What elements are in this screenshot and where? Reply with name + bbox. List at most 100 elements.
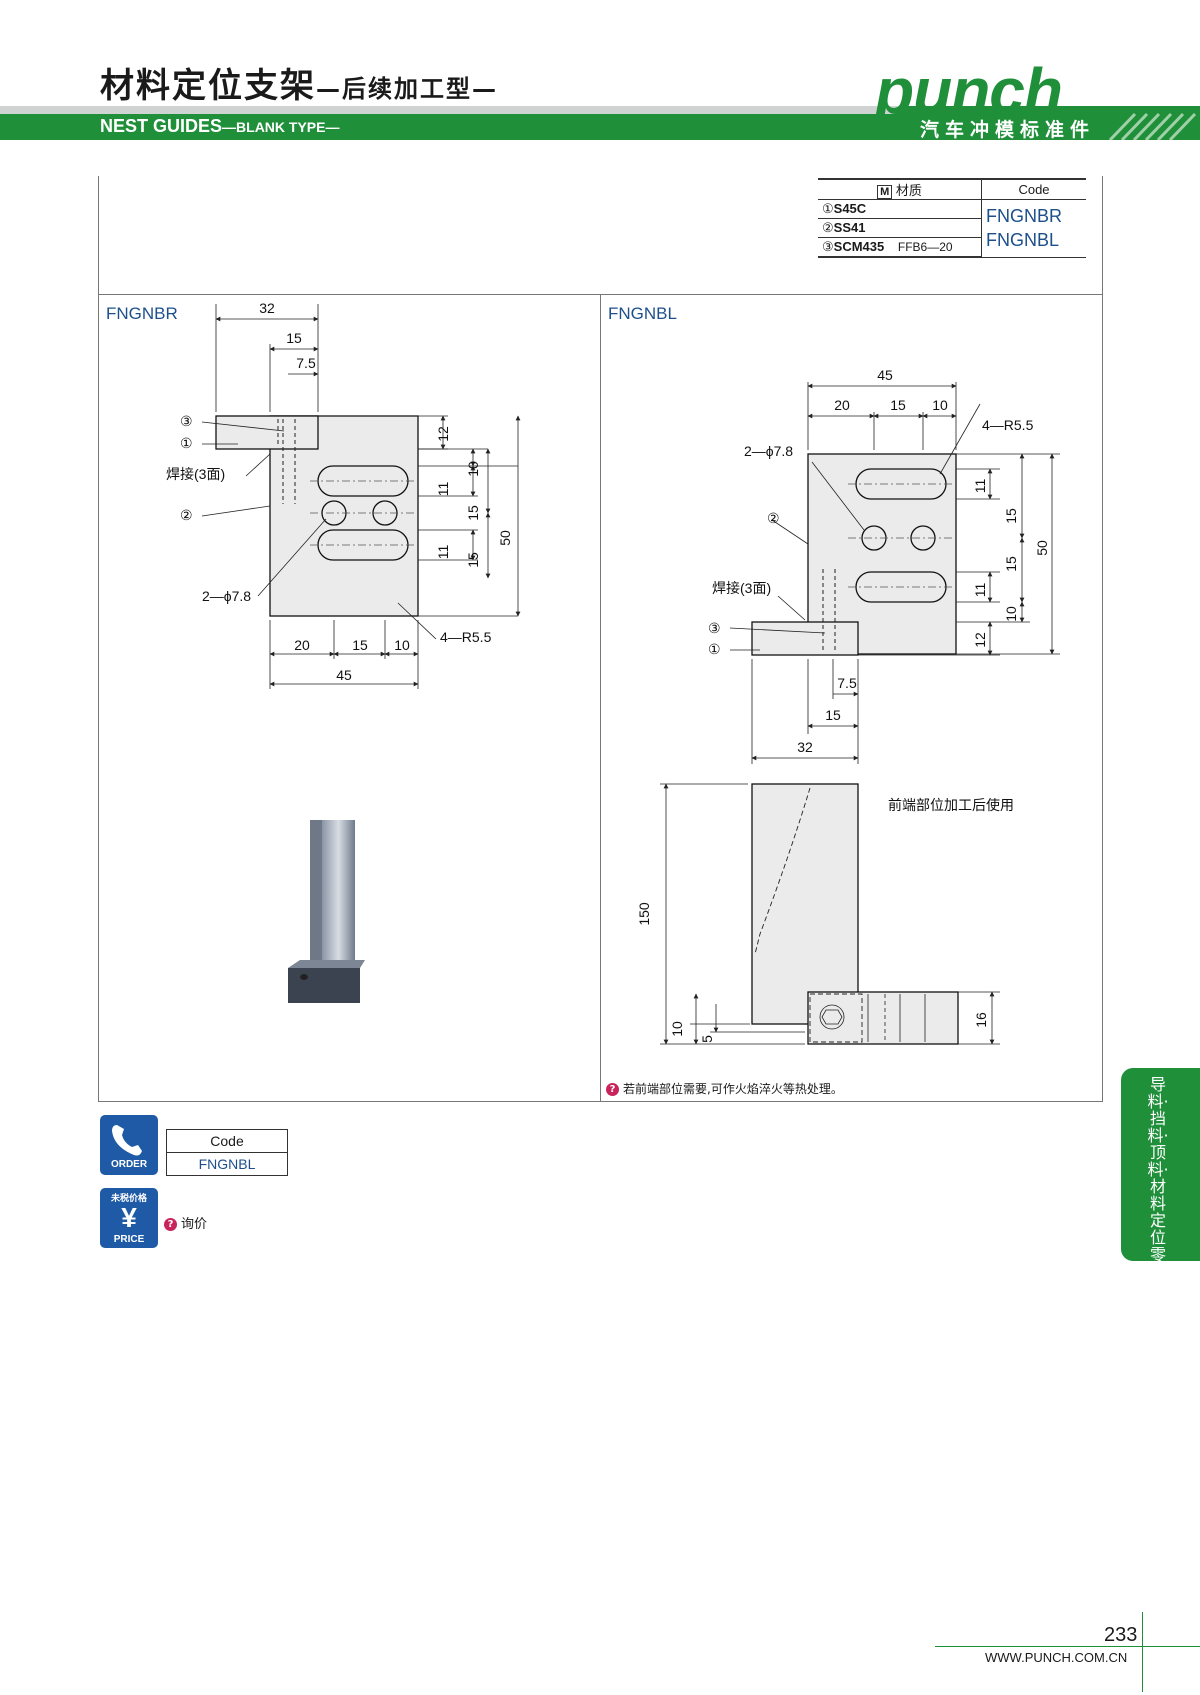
material-row: ③SCM435 FFB6—20 bbox=[818, 237, 982, 258]
callout-weld: 焊接(3面) bbox=[166, 466, 225, 482]
category-side-tab[interactable]: 导料·挡料·顶料·材料定位零件 bbox=[1121, 1068, 1200, 1280]
order-label: ORDER bbox=[110, 1159, 148, 1170]
callout-2: ② bbox=[180, 507, 193, 523]
note-icon: ? bbox=[606, 1083, 619, 1096]
dim-50: 50 bbox=[1034, 540, 1050, 556]
side-view-bar bbox=[751, 783, 859, 1025]
note-icon: ? bbox=[164, 1218, 177, 1231]
code-header: Code bbox=[981, 178, 1086, 200]
dim-5: 5 bbox=[699, 1035, 715, 1043]
material-header: M 材质 bbox=[818, 178, 982, 200]
material-note: FFB6—20 bbox=[897, 240, 953, 254]
callout-slot: 4—R5.5 bbox=[440, 629, 492, 645]
title-en-main: NEST GUIDES bbox=[100, 116, 223, 136]
price-text: ? 询价 bbox=[164, 1213, 207, 1232]
dim-15b: 15 bbox=[465, 552, 481, 568]
dim-15c: 15 bbox=[352, 637, 368, 653]
material-header-label: 材质 bbox=[895, 183, 922, 198]
right-plate bbox=[807, 453, 957, 655]
title-cn-sub: —后续加工型— bbox=[316, 75, 498, 103]
dim-15a: 15 bbox=[465, 505, 481, 521]
dim-15b: 15 bbox=[1003, 556, 1019, 572]
code-fngnbr: FNGNBR bbox=[986, 206, 1062, 227]
dim-15a: 15 bbox=[1003, 508, 1019, 524]
dim-10b: 10 bbox=[1003, 606, 1019, 622]
side-tab-label: 导料·挡料·顶料·材料定位零件 bbox=[1147, 1075, 1169, 1281]
material-num: ③ bbox=[822, 239, 834, 254]
page-title-en: NEST GUIDES—BLANK TYPE— bbox=[100, 116, 339, 137]
dim-10: 10 bbox=[465, 461, 481, 477]
callout-hole: 2—ϕ7.8 bbox=[202, 588, 251, 604]
page-title-cn: 材料定位支架—后续加工型— bbox=[100, 58, 498, 107]
order-table: Code FNGNBL bbox=[166, 1129, 288, 1176]
code-fngnbl: FNGNBL bbox=[986, 230, 1060, 251]
right-drawing: 45 20 15 10 11 15 50 15 11 10 12 7.5 15 … bbox=[636, 367, 1060, 1045]
right-base-block bbox=[751, 621, 859, 656]
price-value: 询价 bbox=[181, 1217, 208, 1232]
frame-divider-v bbox=[600, 294, 601, 1101]
left-base-block bbox=[215, 415, 319, 450]
dim-32: 32 bbox=[797, 739, 813, 755]
dim-10c: 10 bbox=[669, 1021, 685, 1037]
heat-treatment-text: 若前端部位需要,可作火焰淬火等热处理。 bbox=[623, 1082, 843, 1096]
callout-3: ③ bbox=[180, 413, 193, 429]
order-code-value: FNGNBL bbox=[166, 1152, 288, 1176]
front-note: 前端部位加工后使用 bbox=[888, 797, 1014, 813]
dim-10b: 10 bbox=[394, 637, 410, 653]
dim-20: 20 bbox=[294, 637, 310, 653]
dim-16: 16 bbox=[973, 1012, 989, 1028]
footer-vline bbox=[1142, 1612, 1143, 1692]
dim-15: 15 bbox=[286, 330, 302, 346]
page-number: 233 bbox=[1104, 1624, 1138, 1646]
material-row: ②SS41 bbox=[818, 218, 982, 238]
dim-10: 10 bbox=[932, 397, 948, 413]
dim-32: 32 bbox=[259, 300, 275, 316]
callout-2: ② bbox=[767, 510, 780, 526]
material-num: ② bbox=[822, 220, 834, 235]
material-name: S45C bbox=[833, 201, 867, 216]
left-panel-code: FNGNBR bbox=[106, 304, 178, 323]
dim-12: 12 bbox=[435, 426, 451, 442]
yen-symbol: ¥ bbox=[121, 1202, 137, 1233]
dim-12: 12 bbox=[972, 632, 988, 648]
price-label: PRICE bbox=[113, 1234, 145, 1245]
dim-45: 45 bbox=[336, 667, 352, 683]
part-photo bbox=[288, 820, 365, 1003]
dim-20: 20 bbox=[834, 397, 850, 413]
code-cell: FNGNBR FNGNBL bbox=[981, 199, 1086, 258]
material-num: ① bbox=[822, 201, 834, 216]
right-panel-code: FNGNBL bbox=[608, 304, 677, 323]
dim-15c: 15 bbox=[825, 707, 841, 723]
dim-7-5: 7.5 bbox=[296, 355, 316, 371]
dim-45: 45 bbox=[877, 367, 893, 383]
title-cn-main: 材料定位支架 bbox=[100, 66, 316, 106]
order-code-header: Code bbox=[166, 1129, 288, 1153]
callout-slot: 4—R5.5 bbox=[982, 417, 1034, 433]
material-name: SS41 bbox=[833, 220, 866, 235]
dim-11a: 11 bbox=[972, 479, 988, 494]
callout-1: ① bbox=[708, 641, 721, 657]
dim-15: 15 bbox=[890, 397, 906, 413]
footer-hline bbox=[935, 1646, 1200, 1647]
dim-50: 50 bbox=[497, 530, 513, 546]
footer-url: WWW.PUNCH.COM.CN bbox=[985, 1650, 1128, 1665]
dim-11a: 11 bbox=[435, 482, 451, 497]
material-name: SCM435 bbox=[833, 239, 885, 254]
drawing-frame bbox=[98, 176, 1103, 1102]
material-row: ①S45C bbox=[818, 199, 982, 219]
dim-150: 150 bbox=[636, 902, 652, 926]
dim-7-5: 7.5 bbox=[837, 675, 857, 691]
title-en-sub: —BLANK TYPE— bbox=[222, 119, 340, 135]
side-view-base bbox=[807, 991, 959, 1045]
heat-treatment-note: ? 若前端部位需要,可作火焰淬火等热处理。 bbox=[606, 1080, 843, 1097]
left-drawing: 32 15 7.5 12 10 11 15 15 11 50 20 15 10 … bbox=[166, 300, 521, 689]
dim-11b: 11 bbox=[972, 583, 988, 598]
material-table: M 材质 Code ①S45C FNGNBR FNGNBL ②SS41 ③SCM… bbox=[818, 178, 1086, 258]
price-yen-icon: 未税价格 ¥ PRICE bbox=[100, 1188, 158, 1248]
material-icon: M bbox=[877, 185, 893, 199]
logo-stripes bbox=[882, 106, 1200, 140]
price-icon-top: 未税价格 bbox=[110, 1193, 147, 1203]
callout-weld: 焊接(3面) bbox=[712, 580, 771, 596]
punch-logo: punch bbox=[875, 55, 1063, 127]
punch-logo-subtitle: 汽车冲模标准件 bbox=[920, 119, 1096, 141]
